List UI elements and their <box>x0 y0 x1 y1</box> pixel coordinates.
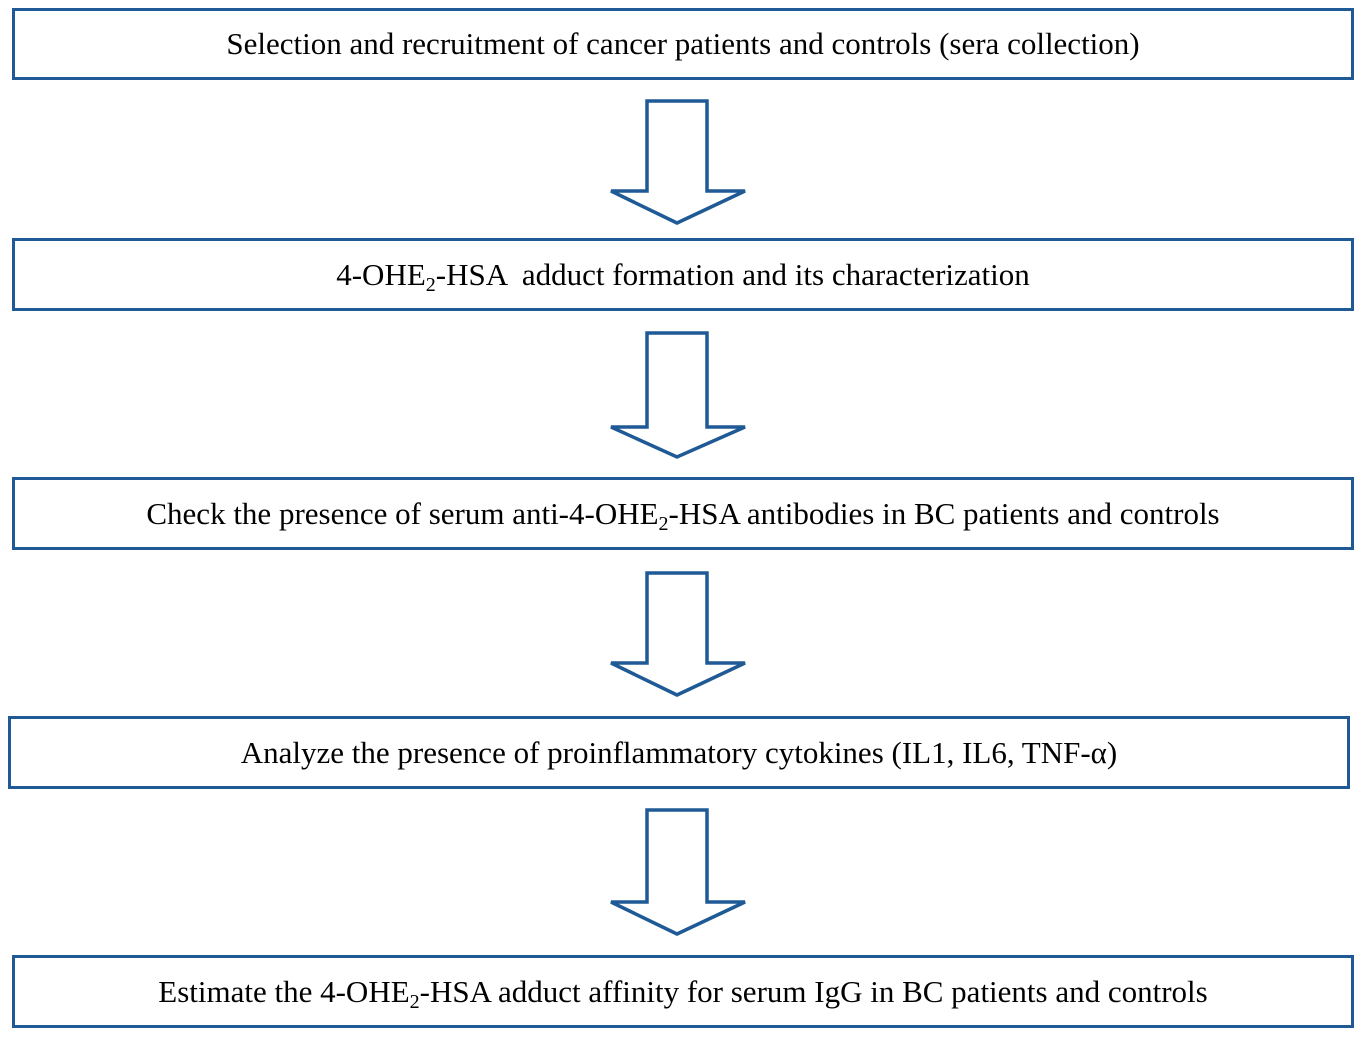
step-1-box: Selection and recruitment of cancer pati… <box>12 8 1354 80</box>
step-5-box: Estimate the 4-OHE2-HSA adduct affinity … <box>12 955 1354 1028</box>
step-4-text: Analyze the presence of proinflammatory … <box>240 734 1118 770</box>
down-arrow-icon <box>610 808 746 936</box>
step-4-box: Analyze the presence of proinflammatory … <box>8 716 1350 789</box>
down-arrow-icon <box>610 571 746 697</box>
step-2-box: 4-OHE2-HSA adduct formation and its char… <box>12 238 1354 311</box>
down-arrow-icon <box>610 331 746 459</box>
down-arrow-icon <box>610 99 746 225</box>
step-5-text: Estimate the 4-OHE2-HSA adduct affinity … <box>158 973 1208 1013</box>
step-3-box: Check the presence of serum anti-4-OHE2-… <box>12 477 1354 550</box>
step-2-text: 4-OHE2-HSA adduct formation and its char… <box>336 256 1030 296</box>
step-3-text: Check the presence of serum anti-4-OHE2-… <box>146 495 1220 535</box>
step-1-text: Selection and recruitment of cancer pati… <box>226 26 1140 61</box>
